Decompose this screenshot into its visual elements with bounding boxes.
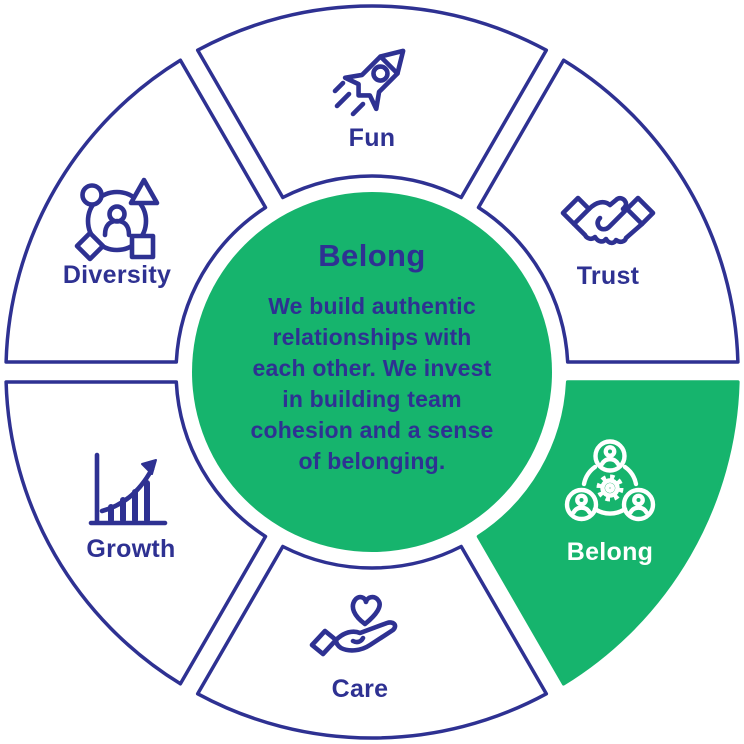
segment-label-diversity: Diversity	[63, 261, 171, 289]
center-description-line: relationships with	[272, 324, 471, 350]
segment-wedge-growth[interactable]	[4, 380, 268, 686]
center-title: Belong	[318, 238, 425, 273]
center-description-line: cohesion and a sense	[250, 417, 493, 443]
segment-wedge-belong[interactable]	[476, 380, 740, 686]
center-circle	[192, 192, 552, 552]
segment-wedge-diversity[interactable]	[4, 58, 268, 364]
center-description-line: each other. We invest	[253, 355, 492, 381]
segment-label-trust: Trust	[577, 262, 640, 290]
center-description-line: in building team	[282, 386, 462, 412]
segment-wedge-trust[interactable]	[476, 58, 740, 364]
segment-label-growth: Growth	[86, 535, 175, 563]
segment-label-care: Care	[332, 675, 389, 703]
center-description-line: of belonging.	[299, 448, 446, 474]
segment-label-fun: Fun	[349, 124, 396, 152]
center-description-line: We build authentic	[268, 293, 476, 319]
segment-label-belong: Belong	[567, 538, 654, 566]
